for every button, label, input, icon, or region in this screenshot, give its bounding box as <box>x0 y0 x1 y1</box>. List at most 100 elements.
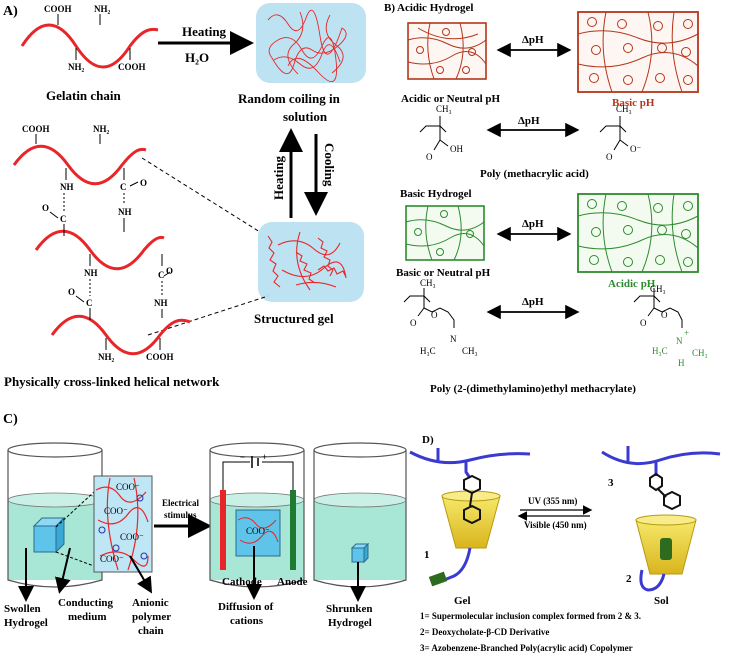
pma-ch3-right: CH₃ <box>616 104 632 114</box>
coo-label-1: COO⁻ <box>116 482 140 492</box>
pdmaema-n-right: N <box>676 336 683 346</box>
pdmaema-caption: Poly (2-(dimethylamino)ethyl methacrylat… <box>430 383 636 395</box>
guest-gel <box>428 571 448 587</box>
pdmaema-o-right-1: O <box>640 318 647 328</box>
pma-structure-right <box>599 116 629 151</box>
pdmaema-o-left-2: O <box>431 310 438 320</box>
pma-oh: OH <box>450 144 463 154</box>
shrunken-label-2: Hydrogel <box>328 617 372 629</box>
battery-plus: + <box>262 452 267 462</box>
electrical-stimulus-2: stimulus <box>164 510 197 520</box>
network-caption: Physically cross-linked helical network <box>4 374 220 389</box>
coo-label-3: COO⁻ <box>120 532 144 542</box>
beaker-shrunken <box>313 442 407 588</box>
pdmaema-o-right-2: O <box>661 310 668 320</box>
electrical-stimulus-1: Electrical <box>162 498 199 508</box>
battery-minus: − <box>240 452 245 462</box>
beaker-swollen <box>7 442 103 588</box>
acidic-network-small <box>407 22 487 80</box>
structured-gel-helices <box>267 231 347 291</box>
uv-label: UV (355 nm) <box>528 496 577 506</box>
network-c-3: C <box>86 298 93 308</box>
coo-label-5: COO⁻ <box>246 526 270 536</box>
acidic-left-caption: Acidic or Neutral pH <box>401 93 501 105</box>
basic-right-caption: Acidic pH <box>608 278 656 290</box>
num-1: 1 <box>424 549 430 561</box>
pdmaema-ch3-left: CH₃ <box>420 278 436 288</box>
acidic-right-caption: Basic pH <box>612 97 655 109</box>
panel-d-label: D) <box>422 434 434 446</box>
structured-gel-caption: Structured gel <box>254 311 334 326</box>
network-nh-4: NH <box>154 298 168 308</box>
pdmaema-o-left-1: O <box>410 318 417 328</box>
heating-top-label: Heating <box>182 24 227 39</box>
basic-hydrogel-title: Basic Hydrogel <box>400 188 472 200</box>
gelatin-nh2-1: NH₂ <box>94 4 111 14</box>
pdmaema-h: H <box>678 358 685 368</box>
pma-delta-ph: ΔpH <box>518 115 540 127</box>
anode-label: Anode <box>277 576 308 588</box>
pma-o-right: O <box>606 152 613 162</box>
network-nh2-bottom: NH₂ <box>98 352 115 362</box>
pdmaema-ch3-right-2: CH₃ <box>692 348 708 358</box>
network-cooh-top: COOH <box>22 124 50 134</box>
conducting-label-1: Conducting <box>58 597 114 609</box>
gelatin-cooh-2: COOH <box>118 62 146 72</box>
panel-c: C) COO⁻ COO⁻ COO⁻ COO⁻ Elect <box>3 412 407 637</box>
coo-label-2: COO⁻ <box>104 506 128 516</box>
cathode-electrode <box>220 490 226 570</box>
shrunken-label-1: Shrunken <box>326 603 372 615</box>
visible-label: Visible (450 nm) <box>524 520 587 530</box>
basic-network-small <box>405 205 485 261</box>
pdmaema-structure-left <box>403 288 455 328</box>
cooling-side-label: Cooling <box>322 143 337 187</box>
zoom-square: COO⁻ COO⁻ COO⁻ COO⁻ <box>93 475 153 573</box>
network-c-1: C <box>60 214 67 224</box>
legend-item-3: 3= Azobenzene-Branched Poly(acrylic acid… <box>420 643 633 653</box>
swollen-label-2: Hydrogel <box>4 617 48 629</box>
pdmaema-structure-right <box>633 288 683 328</box>
network-nh-2: NH <box>118 207 132 217</box>
num-3: 3 <box>608 477 614 489</box>
gelatin-cooh-1: COOH <box>44 4 72 14</box>
panel-b-label: B) <box>384 2 395 14</box>
network-c-2: C <box>120 182 127 192</box>
sol-label: Sol <box>654 595 669 607</box>
pdmaema-h3c-right: H₃C <box>652 346 668 356</box>
beaker-electrodes: COO⁻ − + <box>209 442 305 588</box>
pdmaema-n-plus: + <box>684 328 689 338</box>
coo-label-4: COO⁻ <box>100 554 124 564</box>
pdmaema-n-left: N <box>450 334 457 344</box>
pma-ch3-left: CH₃ <box>436 104 452 114</box>
random-coil-box <box>256 3 366 83</box>
legend-item-1: 1= Supermolecular inclusion complex form… <box>420 611 641 621</box>
pma-o-minus: O⁻ <box>630 144 641 154</box>
anode-electrode <box>290 490 296 570</box>
gelatin-chain-caption: Gelatin chain <box>46 88 122 103</box>
random-coiling-text-2: solution <box>283 109 328 124</box>
panel-b: B) Acidic Hydrogel ΔpH <box>384 2 708 395</box>
basic-left-caption: Basic or Neutral pH <box>396 267 491 279</box>
acidic-network-large <box>577 11 699 93</box>
panel-a-label: A) <box>3 4 18 19</box>
legend-item-2: 2= Deoxycholate-β-CD Derivative <box>420 627 549 637</box>
pma-structure-left <box>419 116 449 151</box>
acidic-delta-ph: ΔpH <box>522 34 544 46</box>
network-c-4: C <box>158 270 165 280</box>
network-chain-lines <box>50 314 191 356</box>
pma-caption: Poly (methacrylic acid) <box>480 168 589 180</box>
swollen-label-1: Swollen <box>4 603 41 615</box>
anionic-label-2: polymer <box>132 611 171 623</box>
panel-d: D) 1 Gel UV (355 nm) Visible (450 nm) 3 <box>409 434 721 653</box>
pdmaema-ch3-left-2: CH₃ <box>462 346 478 356</box>
acidic-hydrogel-title: Acidic Hydrogel <box>397 2 473 14</box>
cathode-label: Cathode <box>222 576 262 588</box>
pdmaema-h3c-left: H₃C <box>420 346 436 356</box>
network-o-2: O <box>140 178 147 188</box>
panel-a: A) COOH NH₂ NH₂ COOH Gelatin chain Heati… <box>3 3 366 389</box>
anionic-label-1: Anionic <box>132 597 169 609</box>
gelatin-chain-line <box>20 23 159 69</box>
basic-network-large <box>577 193 699 273</box>
gelatin-nh2-2: NH₂ <box>68 62 85 72</box>
